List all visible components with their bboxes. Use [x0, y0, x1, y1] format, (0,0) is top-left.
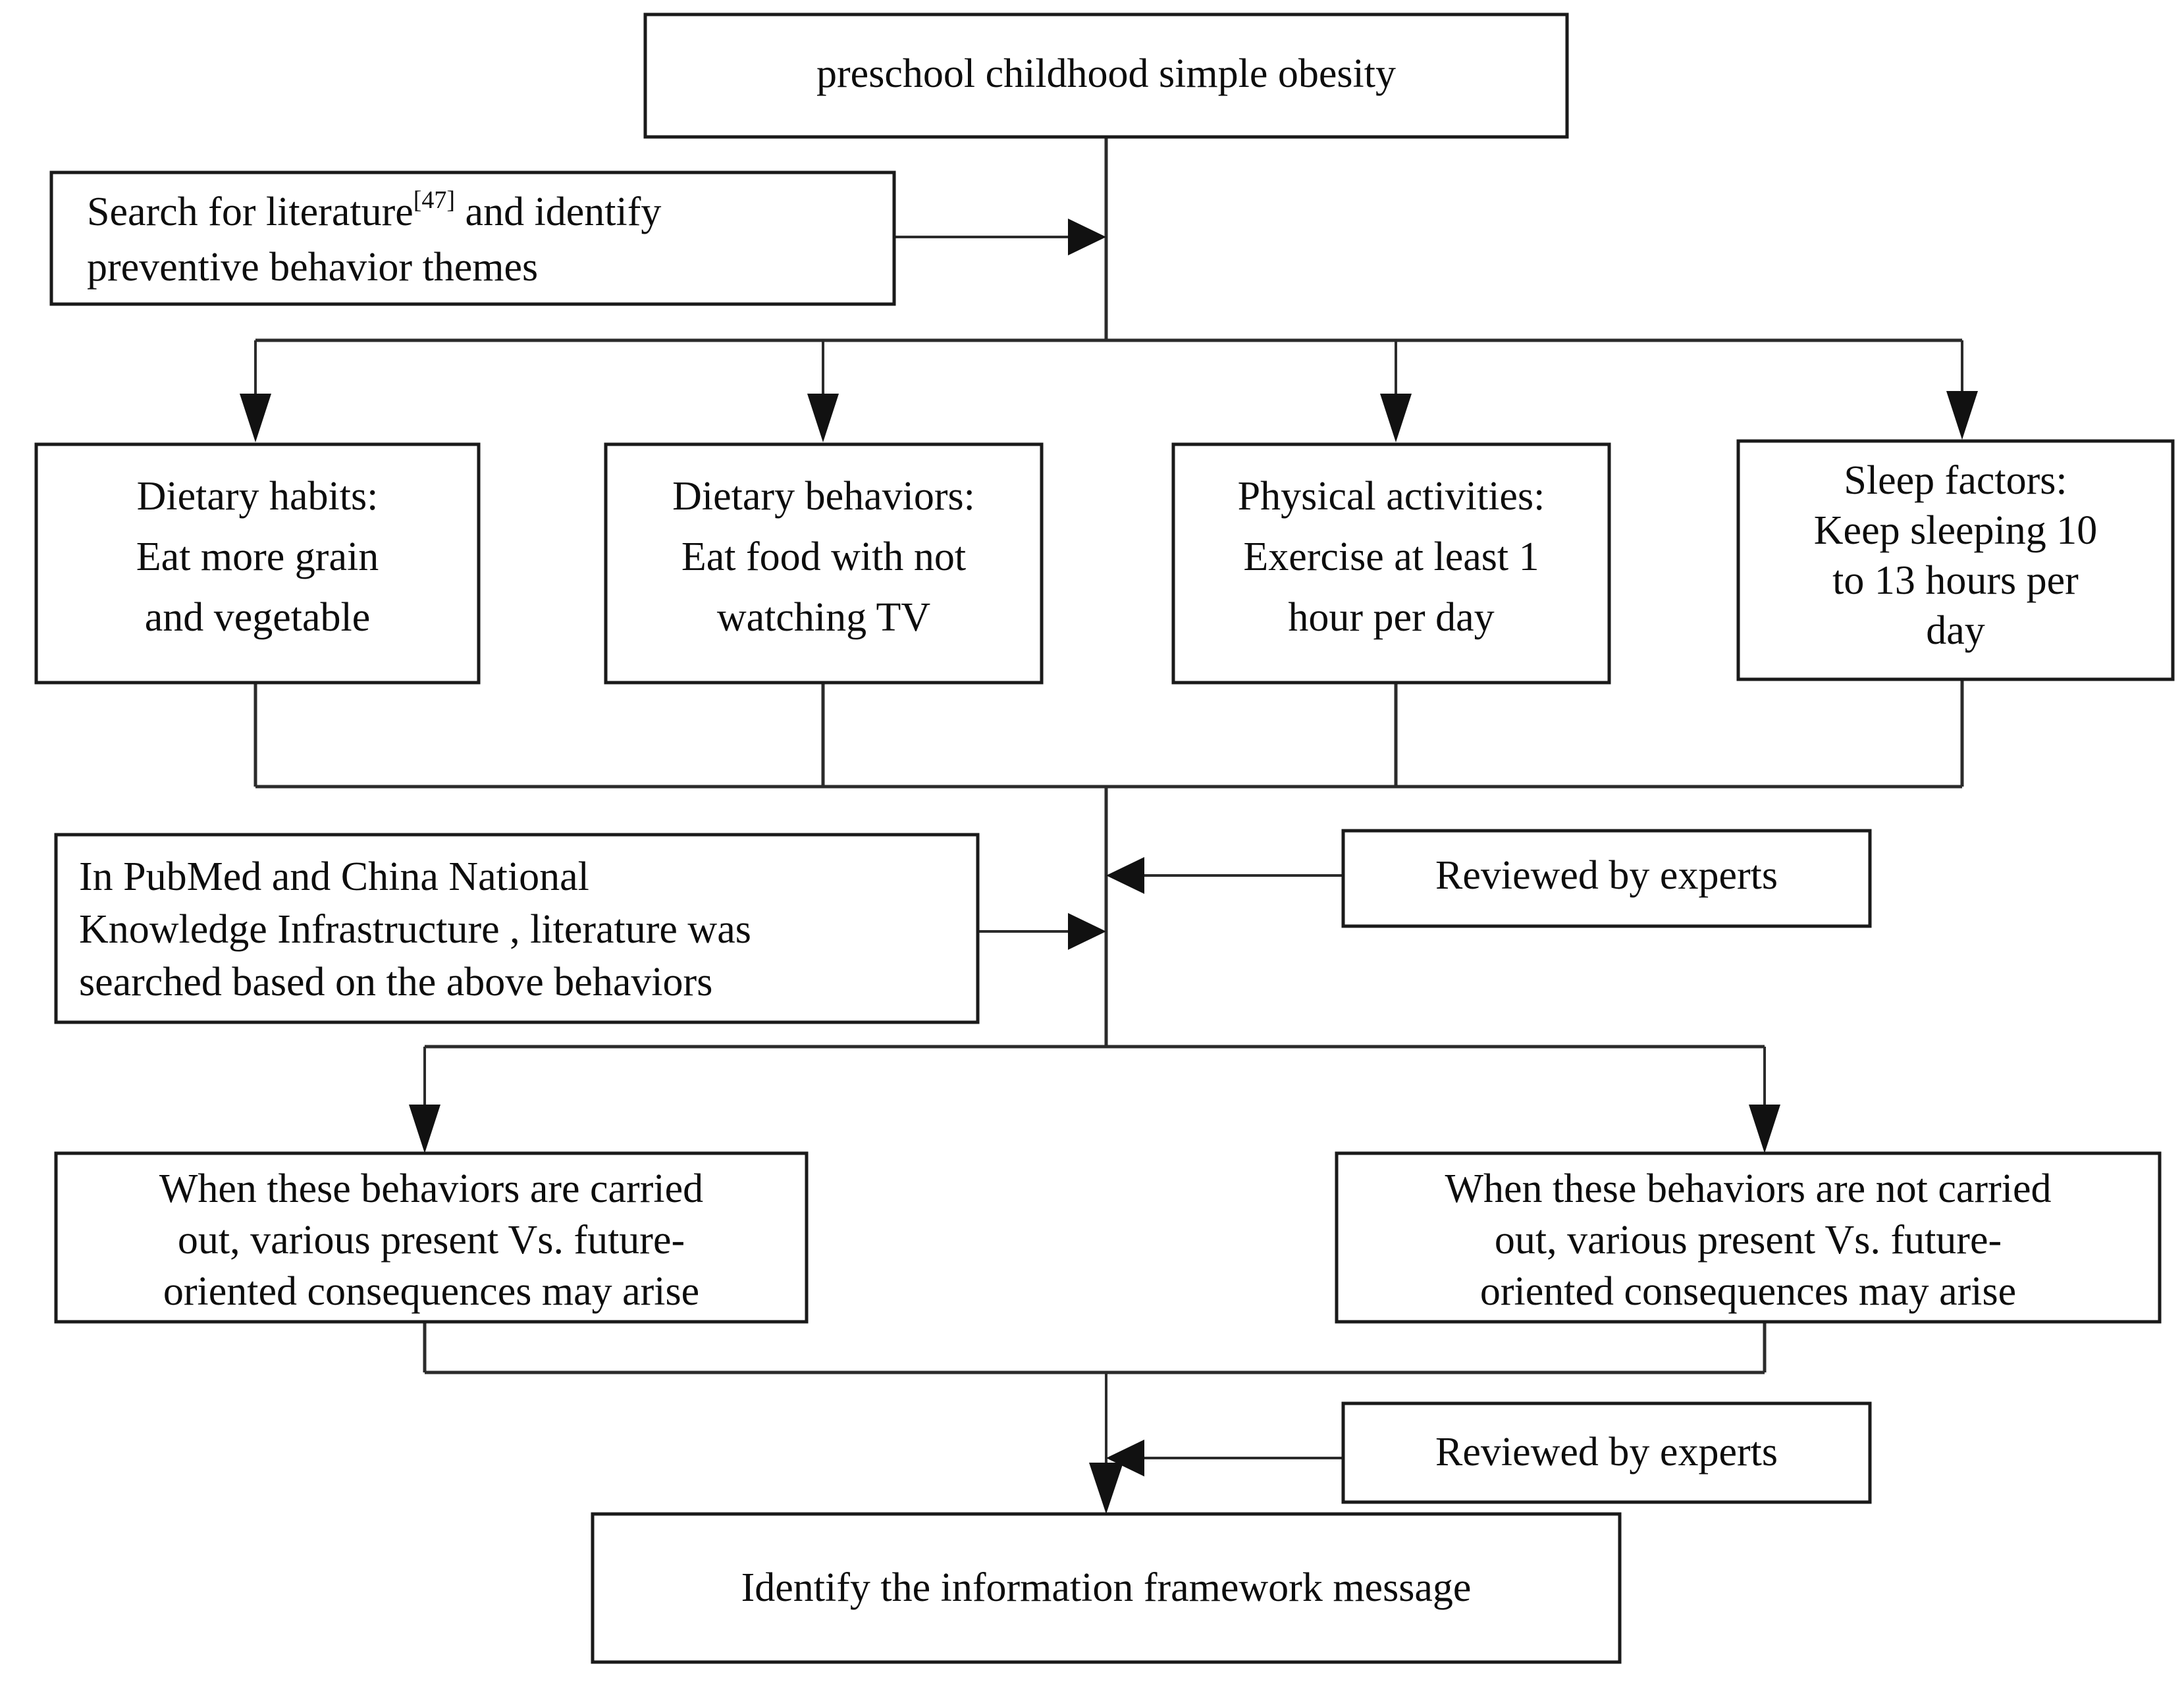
node-pubmed-line-1: In PubMed and China National — [79, 854, 589, 899]
arrowhead-review-lower — [1106, 1440, 1144, 1476]
node-behaviors-carried-out-box[interactable] — [54, 1151, 809, 1324]
node-sleep-factors-line-1: Sleep factors: — [1844, 458, 2067, 503]
node-behaviors-not-carried-out-box[interactable] — [1335, 1151, 2162, 1324]
node-dietary-habits-line-1: Dietary habits: — [137, 474, 379, 519]
node-reviewed-by-experts-lower-label: Reviewed by experts — [1435, 1430, 1778, 1474]
node-not-carried-out-line-3: oriented consequences may arise — [1480, 1269, 2016, 1314]
arrowhead-sleep-factors — [1946, 391, 1978, 440]
node-identify-framework-message-box[interactable] — [591, 1512, 1622, 1664]
node-dietary-habits-line-2: Eat more grain — [136, 535, 379, 579]
node-physical-activities-line-2: Exercise at least 1 — [1243, 535, 1539, 579]
node-search-literature-line1: Search for literature[47] and identify — [87, 186, 661, 235]
node-pubmed-cnki-search[interactable]: In PubMed and China National Knowledge I… — [54, 833, 980, 1024]
arrowhead-review-upper — [1106, 857, 1144, 894]
search-line1-prefix: Search for literature — [87, 190, 413, 234]
node-dietary-habits-box[interactable] — [34, 442, 481, 685]
node-search-literature-line2: preventive behavior themes — [87, 245, 538, 290]
node-not-carried-out-line-2: out, various present Vs. future- — [1495, 1218, 2002, 1263]
node-preschool-obesity-label: preschool childhood simple obesity — [816, 51, 1396, 96]
node-sleep-factors-line-2: Keep sleeping 10 — [1814, 508, 2097, 553]
arrowhead-physical-activities — [1380, 394, 1412, 442]
node-carried-out-line-1: When these behaviors are carried — [159, 1166, 703, 1211]
node-reviewed-by-experts-lower-box[interactable] — [1341, 1401, 1872, 1504]
arrowhead-not-carried-out — [1749, 1105, 1780, 1153]
node-preschool-obesity[interactable]: preschool childhood simple obesity — [643, 13, 1569, 139]
search-line1-suffix: and identify — [455, 190, 661, 234]
node-behaviors-carried-out[interactable]: When these behaviors are carried out, va… — [54, 1151, 809, 1324]
arrowhead-dietary-behaviors — [807, 394, 839, 442]
node-dietary-behaviors-line-3: watching TV — [717, 595, 931, 640]
node-dietary-habits[interactable]: Dietary habits: Eat more grain and veget… — [34, 442, 481, 685]
node-not-carried-out-line-1: When these behaviors are not carried — [1445, 1166, 2052, 1211]
node-sleep-factors-line-4: day — [1926, 608, 1985, 653]
node-dietary-habits-line-3: and vegetable — [145, 595, 371, 640]
node-pubmed-line-2: Knowledge Infrastructure , literature wa… — [79, 907, 751, 952]
arrowhead-dietary-habits — [240, 394, 271, 442]
arrowhead-pubmed-to-trunk — [1068, 913, 1106, 950]
node-dietary-behaviors-line-1: Dietary behaviors: — [672, 474, 975, 519]
node-carried-out-line-2: out, various present Vs. future- — [178, 1218, 685, 1263]
node-sleep-factors[interactable]: Sleep factors: Keep sleeping 10 to 13 ho… — [1736, 439, 2175, 681]
node-sleep-factors-line-3: to 13 hours per — [1832, 558, 2079, 603]
arrowhead-carried-out — [409, 1105, 440, 1153]
node-dietary-behaviors-box[interactable] — [604, 442, 1044, 685]
node-physical-activities-box[interactable] — [1171, 442, 1611, 685]
node-pubmed-line-3: searched based on the above behaviors — [79, 960, 712, 1004]
node-dietary-behaviors[interactable]: Dietary behaviors: Eat food with not wat… — [604, 442, 1044, 685]
node-identify-framework-message-label: Identify the information framework messa… — [741, 1565, 1472, 1610]
connector-layer — [240, 137, 1978, 1514]
node-reviewed-by-experts-lower[interactable]: Reviewed by experts — [1341, 1401, 1872, 1504]
node-physical-activities-line-3: hour per day — [1288, 595, 1494, 640]
node-search-literature[interactable]: Search for literature[47] and identify p… — [49, 170, 896, 306]
node-identify-framework-message[interactable]: Identify the information framework messa… — [591, 1512, 1622, 1664]
arrowhead-final-node — [1089, 1463, 1123, 1514]
node-search-literature-box[interactable] — [49, 170, 896, 306]
arrowhead-search-to-trunk — [1068, 219, 1106, 255]
node-physical-activities[interactable]: Physical activities: Exercise at least 1… — [1171, 442, 1611, 685]
node-carried-out-line-3: oriented consequences may arise — [163, 1269, 699, 1314]
node-pubmed-cnki-search-box[interactable] — [54, 833, 980, 1024]
search-citation: [47] — [413, 186, 455, 214]
node-sleep-factors-box[interactable] — [1736, 439, 2175, 681]
node-reviewed-by-experts-upper-box[interactable] — [1341, 829, 1872, 928]
node-behaviors-not-carried-out[interactable]: When these behaviors are not carried out… — [1335, 1151, 2162, 1324]
node-reviewed-by-experts-upper-label: Reviewed by experts — [1435, 853, 1778, 898]
node-physical-activities-line-1: Physical activities: — [1238, 474, 1545, 519]
node-reviewed-by-experts-upper[interactable]: Reviewed by experts — [1341, 829, 1872, 928]
node-dietary-behaviors-line-2: Eat food with not — [681, 535, 966, 579]
node-preschool-obesity-box[interactable] — [643, 13, 1569, 139]
